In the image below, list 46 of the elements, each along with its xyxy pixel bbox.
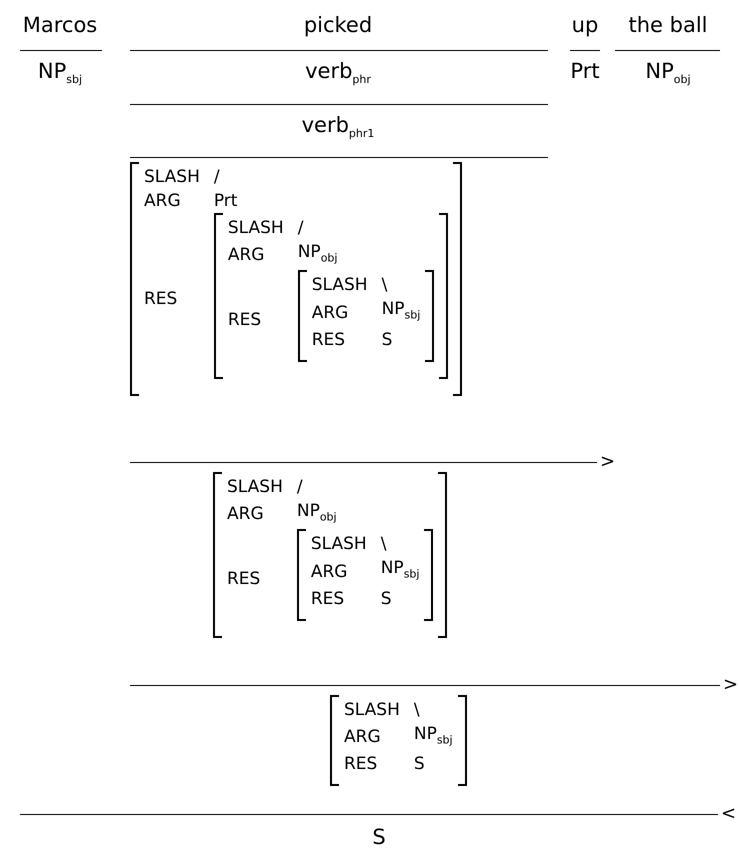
feature-name: SLASH [228, 216, 298, 240]
feature-value: S [414, 753, 426, 776]
rule-symbol: > [723, 675, 738, 695]
feature-name: ARG [228, 244, 266, 268]
word: Marcos [22, 12, 98, 38]
word: up [572, 12, 598, 38]
rule-symbol: > [600, 452, 616, 472]
feature-name: RES [312, 328, 346, 352]
result-category: S [372, 824, 386, 850]
feature-value: \ [380, 533, 388, 556]
feature-value: NP$_{obj}$ [296, 499, 434, 530]
feature-name: SLASH [144, 165, 214, 189]
feature-value: / [214, 166, 221, 189]
feature-name: SLASH [310, 532, 381, 556]
category-label: verb$_{phr1}$ [302, 112, 374, 142]
feature-value: NP$_{sbj}$ [380, 557, 420, 583]
feature-value: / [298, 217, 304, 240]
category-label: verb$_{phr}$ [305, 58, 371, 88]
feature-name: SLASH [312, 273, 382, 298]
feature-value: NP$_{sbj}$ [414, 723, 453, 748]
category-label: NP$_{sbj}$ [38, 58, 82, 88]
feature-name: SLASH [344, 698, 414, 722]
word: picked [304, 12, 372, 38]
feature-name: ARG [144, 189, 214, 213]
category-label: NP$_{obj}$ [645, 58, 691, 88]
feature-value: \ [382, 274, 388, 298]
feature-name: RES [144, 213, 214, 386]
feature-name: RES [228, 308, 262, 332]
feature-value: S [382, 328, 394, 352]
feature-name: SLASH [227, 475, 297, 499]
rule-symbol: < [721, 804, 736, 824]
feature-name: RES [227, 529, 297, 628]
feature-value: NP$_{obj}$ [298, 240, 434, 270]
word: the ball [628, 12, 708, 38]
feature-value: \ [414, 699, 421, 722]
feature-name: RES [344, 753, 378, 776]
category-label: Prt [570, 58, 600, 84]
feature-value: Prt [214, 189, 448, 213]
feature-name: RES [310, 588, 346, 611]
feature-name: ARG [344, 726, 382, 750]
feature-value: NP$_{sbj}$ [382, 298, 420, 324]
feature-name: ARG [310, 560, 348, 584]
feature-value: S [380, 588, 393, 611]
feature-value: / [296, 476, 304, 499]
feature-name: ARG [227, 499, 297, 530]
feature-name: ARG [312, 302, 350, 325]
